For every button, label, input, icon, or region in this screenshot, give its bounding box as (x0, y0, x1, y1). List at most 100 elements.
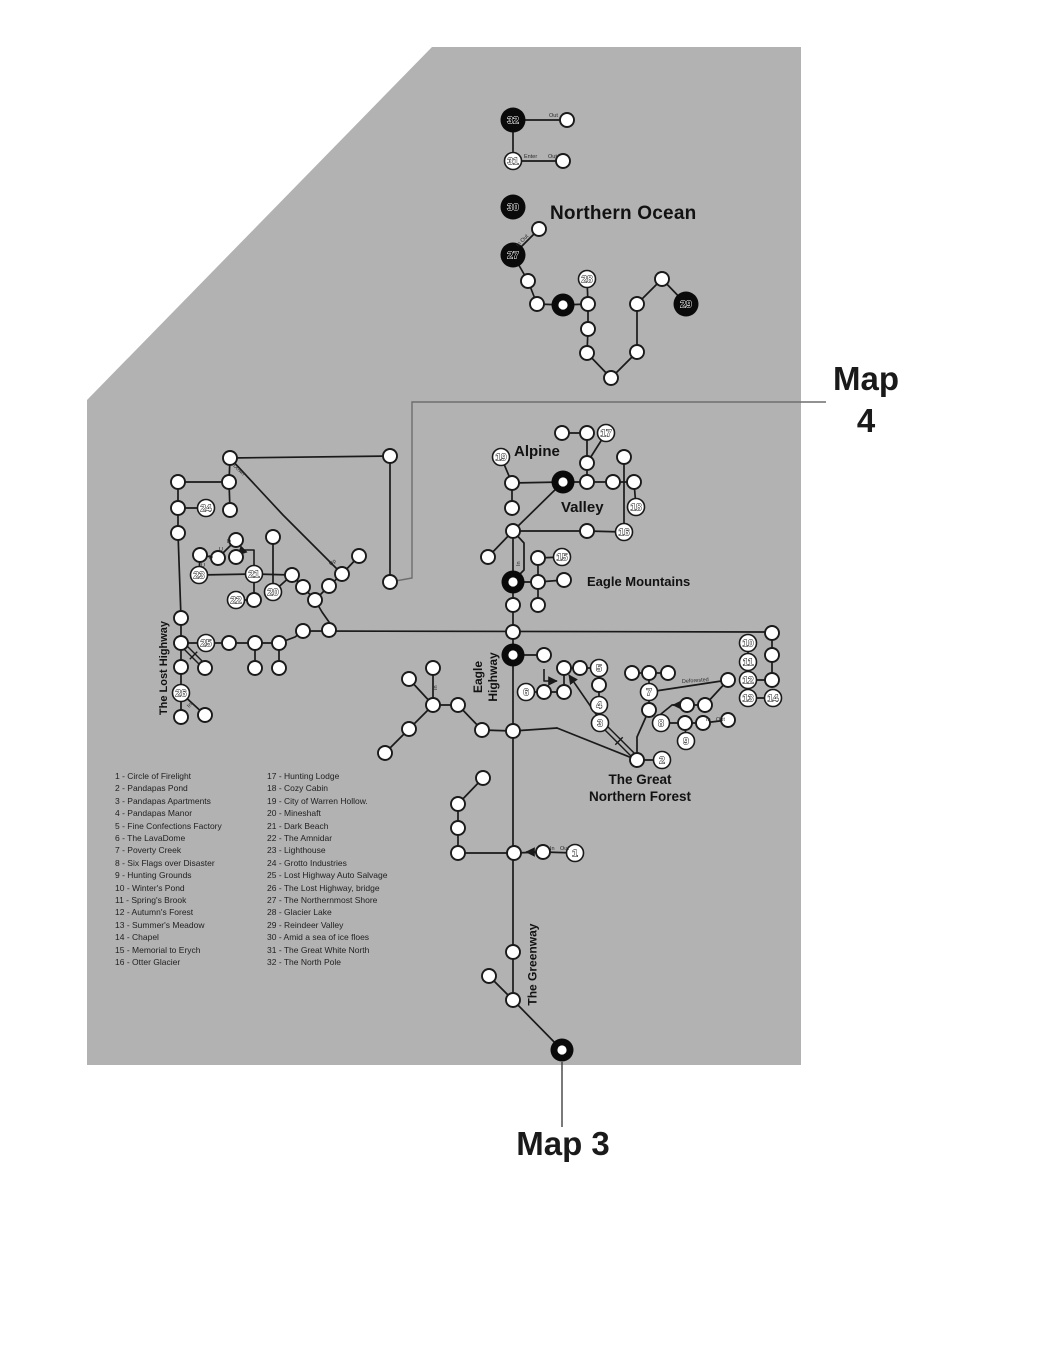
location-node-number: 7 (646, 687, 652, 698)
location-node-number: 25 (200, 638, 212, 649)
tiny-label: In (706, 717, 711, 723)
path-node (334, 566, 350, 582)
path-node (764, 647, 780, 663)
location-node-number: 17 (600, 428, 612, 439)
region-label-valley: Valley (561, 499, 604, 516)
path-node (450, 697, 466, 713)
path-node (170, 474, 186, 490)
location-node-20 (263, 582, 283, 602)
tiny-label: U (219, 547, 223, 553)
path-node (554, 425, 570, 441)
path-node (505, 723, 521, 739)
path-node (425, 660, 441, 676)
path-node (284, 567, 300, 583)
path-node (579, 425, 595, 441)
path-node (505, 944, 521, 960)
legend-item-30: 30 - Amid a sea of ice floes (267, 932, 370, 943)
bridge-tick (614, 736, 624, 746)
path-node (579, 455, 595, 471)
path-node (520, 273, 536, 289)
legend-item-25: 25 - Lost Highway Auto Salvage (267, 870, 388, 881)
legend-item-20: 20 - Mineshaft (267, 808, 321, 819)
location-node-number: 2 (659, 755, 665, 766)
path-node (626, 474, 642, 490)
major-location-node-32 (500, 107, 526, 133)
location-node-number: 9 (683, 736, 689, 747)
path-node (481, 968, 497, 984)
path-node (401, 671, 417, 687)
location-node-number: 21 (248, 569, 260, 580)
path-node (221, 635, 237, 651)
location-node-number: 20 (267, 587, 279, 598)
tiny-label: In (433, 685, 439, 690)
location-node-6 (516, 682, 536, 702)
trail-edge (177, 532, 182, 619)
legend-item-6: 6 - The LavaDome (115, 833, 186, 844)
location-node-number: 15 (556, 552, 568, 563)
legend-item-16: 16 - Otter Glacier (115, 957, 181, 968)
path-node (579, 474, 595, 490)
path-node (210, 550, 226, 566)
path-node (480, 549, 496, 565)
legend-item-14: 14 - Chapel (115, 932, 159, 943)
location-node-number: 3 (597, 718, 603, 729)
path-node (170, 525, 186, 541)
tiny-label: Out (560, 846, 569, 852)
trail-edge (648, 679, 729, 693)
tiny-label: Out (716, 717, 725, 723)
location-node-number: 6 (523, 687, 529, 698)
path-node (572, 660, 588, 676)
major-location-node-27 (500, 242, 526, 268)
path-node (603, 370, 619, 386)
location-node-25 (196, 633, 216, 653)
path-node (222, 450, 238, 466)
location-node-19 (491, 447, 511, 467)
path-node (505, 597, 521, 613)
legend-item-15: 15 - Memorial to Erych (115, 944, 201, 955)
location-node-23 (189, 565, 209, 585)
road-label-eagle-highway-line1: Eagle (471, 661, 485, 694)
path-node (382, 574, 398, 590)
location-node-11 (738, 652, 758, 672)
path-node (531, 221, 547, 237)
legend-item-12: 12 - Autumn's Forest (115, 907, 194, 918)
path-node (506, 845, 522, 861)
legend-item-19: 19 - City of Warren Hollow. (267, 795, 368, 806)
legend-item-26: 26 - The Lost Highway, bridge (267, 882, 380, 893)
path-node (654, 271, 670, 287)
location-node-10 (738, 633, 758, 653)
path-node (321, 578, 337, 594)
path-node (425, 697, 441, 713)
path-node (173, 610, 189, 626)
path-node (247, 660, 263, 676)
legend-item-29: 29 - Reindeer Valley (267, 919, 344, 930)
tiny-label: U (201, 563, 205, 569)
location-node-17 (596, 423, 616, 443)
legend-item-4: 4 - Pandapas Manor (115, 808, 193, 819)
path-node (579, 523, 595, 539)
location-node-24 (196, 498, 216, 518)
path-node (660, 665, 676, 681)
path-node (580, 296, 596, 312)
path-node (536, 647, 552, 663)
path-node (271, 635, 287, 651)
trail-edge (302, 630, 773, 633)
path-node (555, 153, 571, 169)
path-node (556, 572, 572, 588)
path-node (505, 992, 521, 1008)
path-node (401, 721, 417, 737)
tiny-label: In (186, 702, 193, 709)
path-node (556, 684, 572, 700)
path-node (271, 660, 287, 676)
path-node (591, 677, 607, 693)
location-node-number: 28 (581, 274, 593, 285)
region-label-great-northern-forest-line2: Northern Forest (588, 789, 691, 804)
location-node-number: 16 (618, 527, 630, 538)
path-node (351, 548, 367, 564)
region-label-eagle-mountains: Eagle Mountains (587, 574, 691, 589)
tiny-label: In (550, 846, 555, 852)
location-node-26 (171, 683, 191, 703)
location-node-16 (614, 522, 634, 542)
major-location-node-29 (673, 291, 699, 317)
legend-item-9: 9 - Hunting Grounds (115, 870, 192, 881)
